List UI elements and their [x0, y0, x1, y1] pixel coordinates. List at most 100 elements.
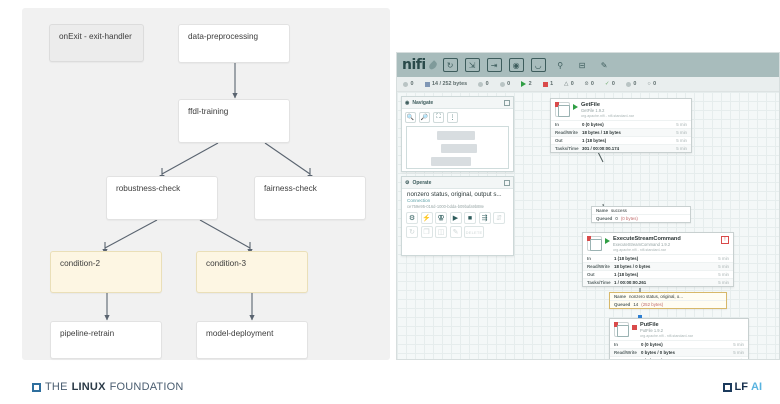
dag-node-pipeline-retrain[interactable]: pipeline-retrain: [50, 321, 162, 359]
invalid-icon: △: [564, 81, 569, 87]
stat-key: Out: [587, 272, 595, 278]
connection-name-row: Name success: [592, 207, 690, 214]
running-icon: [573, 104, 578, 110]
processor-putfile[interactable]: PutFile PutFile 1.9.2 org.apache.nifi - …: [609, 318, 749, 359]
operate-selection-id: ce759e95-016d-1000-bdda-b09bafa9b88e: [407, 204, 484, 209]
dag-node-model-deployment[interactable]: model-deployment: [196, 321, 308, 359]
processor-stat-row: In 0 (0 bytes) 5 min: [610, 340, 748, 348]
stat-window: 5 min: [733, 358, 744, 359]
operate-selection-type: Connection: [407, 198, 431, 203]
start-icon[interactable]: ▶: [449, 212, 462, 224]
stat-value: 18 bytes / 18 bytes: [582, 130, 621, 136]
fit-icon[interactable]: ⛶: [433, 112, 444, 123]
processor-type: PutFile 1.9.2: [640, 328, 663, 334]
dag-node-condition-2[interactable]: condition-2: [50, 251, 162, 293]
pipeline-dag-panel: onExit - exit-handler data-preprocessing…: [22, 8, 390, 360]
dag-node-condition-3[interactable]: condition-3: [196, 251, 308, 293]
processor-header: GetFile GetFile 1.9.2 org.apache.nifi - …: [551, 99, 691, 120]
connection-queued-label: Queued: [614, 302, 631, 307]
nifi-canvas[interactable]: ◉ Navigate 🔍 🔎 ⛶ ⋮ ⚙ Operate: [397, 92, 779, 359]
process-group-icon: [403, 81, 408, 87]
status-locally-modified: 0: [625, 81, 636, 87]
refresh-icon[interactable]: ↻: [406, 226, 418, 238]
navigate-minimap[interactable]: [406, 126, 509, 169]
input-port-icon[interactable]: ⇥: [486, 58, 502, 72]
zoom-in-icon[interactable]: 🔍: [405, 112, 416, 123]
remote-process-group-icon[interactable]: ⇲: [464, 58, 480, 72]
processor-name: PutFile: [640, 322, 659, 328]
dag-node-label: robustness-check: [116, 184, 181, 193]
navigate-palette[interactable]: ◉ Navigate 🔍 🔎 ⛶ ⋮: [401, 96, 514, 172]
stat-value: 0 bytes / 0 bytes: [641, 350, 675, 356]
stat-value: 1 (18 bytes): [582, 138, 607, 144]
stat-window: 5 min: [733, 342, 744, 348]
processor-bundle: org.apache.nifi - nifi-standard-nar: [613, 247, 666, 252]
dag-node-fairness-check[interactable]: fairness-check: [254, 176, 366, 220]
operate-palette-header[interactable]: ⚙ Operate: [402, 177, 513, 189]
process-group-icon[interactable]: ↻: [442, 58, 458, 72]
processor-stat-row: In 0 (0 bytes) 5 min: [551, 120, 691, 128]
template-icon[interactable]: ⚲: [557, 60, 564, 70]
dag-node-data-preprocessing[interactable]: data-preprocessing: [178, 24, 290, 63]
navigate-icon: ◉: [405, 99, 410, 106]
dag-node-ffdl-training[interactable]: ffdl-training: [178, 99, 290, 143]
processor-stat-row: Tasks/Time 1 / 00:00:00.261 5 min: [583, 278, 733, 287]
operate-buttons-row2[interactable]: ↻ ❐ ◫ ✎ DELETE: [402, 225, 513, 239]
template-icon[interactable]: ◫: [435, 226, 447, 238]
operate-palette[interactable]: ⚙ Operate nonzero status, original, outp…: [401, 176, 514, 256]
navigate-tools[interactable]: 🔍 🔎 ⛶ ⋮: [402, 109, 513, 126]
stat-window: 5 min: [718, 272, 729, 278]
nifi-status-bar: 0 14 / 252 bytes 0 0 2 1 △ 0 ⦻ 0 ✓ 0 0: [397, 77, 779, 92]
stat-value: 1 / 00:00:00.261: [614, 280, 647, 286]
output-port-icon[interactable]: ◉: [508, 58, 524, 72]
paste-icon[interactable]: ❐: [420, 226, 433, 238]
disabled-icon: ⦻: [584, 80, 589, 87]
lfai-lf: LF: [734, 381, 748, 393]
status-process-groups: 0: [403, 81, 414, 87]
processor-type: ExecuteStreamCommand 1.9.2: [613, 242, 671, 248]
status-invalid: △ 0: [564, 81, 574, 87]
note-icon[interactable]: ✎: [600, 60, 608, 70]
stat-key: Read/Write: [555, 130, 578, 136]
dag-node-label: ffdl-training: [188, 107, 229, 116]
processor-name: ExecuteStreamCommand: [613, 236, 681, 242]
running-icon: [521, 81, 527, 87]
operate-buttons[interactable]: ⚙ ⚡ ⚢ ▶ ■ ⇶ ⇵: [402, 211, 513, 225]
connection-success[interactable]: Name success Queued 0 (0 bytes): [591, 206, 691, 223]
collapse-icon[interactable]: [504, 179, 510, 186]
processor-stat-row: Read/Write 18 bytes / 0 bytes 5 min: [583, 262, 733, 271]
zoom-out-icon[interactable]: 🔎: [419, 112, 430, 123]
disable-icon[interactable]: ⚢: [435, 212, 447, 224]
nifi-logo: nifi: [402, 57, 438, 73]
configure-icon[interactable]: ⚙: [406, 212, 418, 224]
processor-icon: [587, 236, 602, 251]
dag-node-robustness-check[interactable]: robustness-check: [106, 176, 218, 220]
ungroup-icon[interactable]: ⇵: [493, 212, 505, 224]
lfai-ai: AI: [751, 381, 762, 393]
dag-node-onexit[interactable]: onExit - exit-handler: [49, 24, 144, 62]
label-icon[interactable]: ⊟: [578, 60, 586, 70]
actual-size-icon[interactable]: ⋮: [447, 112, 458, 123]
connection-queued-size: (252 bytes): [641, 302, 664, 307]
connection-endpoint-handle[interactable]: [638, 315, 642, 319]
funnel-icon[interactable]: ◡: [530, 58, 546, 72]
stat-key: Read/Write: [587, 264, 610, 270]
dag-edges: [102, 63, 313, 321]
delete-button[interactable]: DELETE: [464, 226, 484, 238]
enable-icon[interactable]: ⚡: [420, 212, 433, 224]
navigate-palette-header[interactable]: ◉ Navigate: [402, 97, 513, 109]
connection-name-label: Name: [596, 208, 608, 213]
dag-node-label: condition-3: [206, 259, 247, 268]
processor-icon: [555, 102, 570, 117]
dag-node-label: fairness-check: [264, 184, 317, 193]
processor-getfile[interactable]: GetFile GetFile 1.9.2 org.apache.nifi - …: [550, 98, 692, 154]
bulletin-indicator-icon[interactable]: !: [721, 236, 729, 244]
collapse-icon[interactable]: [504, 99, 510, 106]
copy-group-icon[interactable]: ⇶: [478, 212, 491, 224]
processor-stat-row: In 1 (18 bytes) 5 min: [583, 254, 733, 262]
status-running: 2: [521, 81, 532, 87]
color-icon[interactable]: ✎: [449, 226, 462, 238]
connection-nonzero-status[interactable]: Name nonzero status, original, o... Queu…: [609, 292, 727, 309]
processor-executestreamcommand[interactable]: ExecuteStreamCommand ExecuteStreamComman…: [582, 232, 734, 288]
stop-icon[interactable]: ■: [464, 212, 476, 224]
